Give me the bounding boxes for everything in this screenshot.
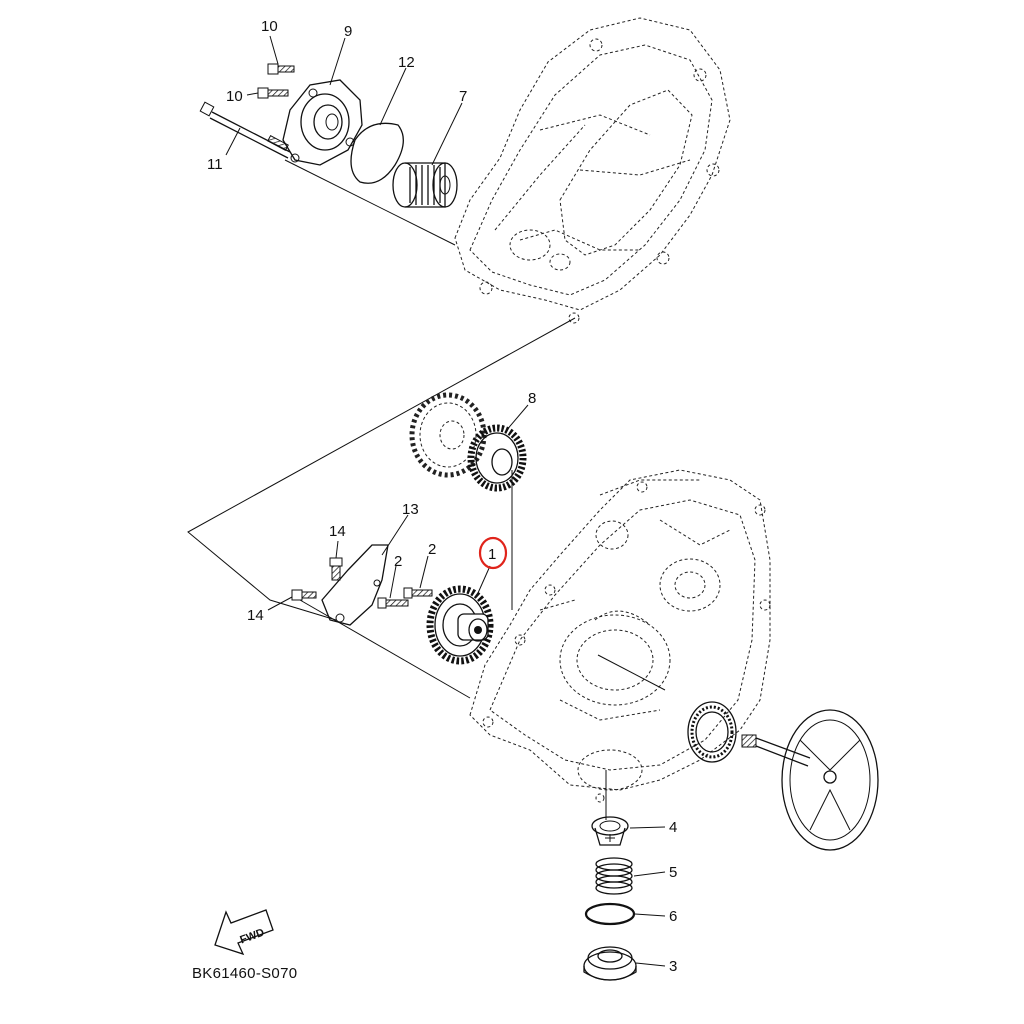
crankcase-lower: [469, 469, 771, 803]
callout-8: 8: [528, 390, 536, 407]
callout-1: 1: [488, 546, 496, 563]
callout-3: 3: [669, 958, 677, 975]
highlight-circle: [478, 536, 508, 570]
fwd-label: FWD: [238, 927, 266, 947]
diagram-code: BK61460-S070: [192, 965, 297, 982]
o-ring-12: [350, 122, 404, 184]
screw-2-lower: [377, 597, 409, 609]
callout-10-lower: 10: [226, 88, 243, 105]
callout-labels: 10 10 9 12 7 11 8 13 14 2 2 1 14 4 5 6 3: [207, 18, 677, 975]
oil-pump-1: [426, 585, 494, 665]
gasket-13: [321, 544, 389, 626]
balancer-shaft: [687, 701, 879, 851]
callout-7: 7: [459, 88, 467, 105]
idler-gear-reference: [409, 392, 487, 478]
gear-8: [467, 424, 527, 492]
spring-5: [595, 857, 633, 895]
oil-filter-element-7: [392, 162, 458, 208]
strainer-4: [591, 816, 629, 846]
callout-12: 12: [398, 54, 415, 71]
o-ring-6: [584, 902, 636, 926]
fwd-arrow-icon: FWD: [214, 909, 274, 956]
callout-5: 5: [669, 864, 677, 881]
oil-filter-cover-9: [282, 79, 363, 166]
bolt-10-upper: [267, 63, 295, 75]
crankcase-cover-upper: [454, 17, 731, 324]
assembly-lines: [187, 159, 666, 820]
callout-6: 6: [669, 908, 677, 925]
screw-2-upper: [403, 587, 433, 599]
callout-14-lower: 14: [247, 607, 264, 624]
callout-2-lower: 2: [394, 553, 402, 570]
callout-11: 11: [207, 156, 223, 173]
callout-9: 9: [344, 23, 352, 40]
leader-lines: [225, 35, 666, 967]
bolt-14-upper: [329, 557, 343, 581]
bolt-14-lower: [291, 589, 317, 601]
callout-14-upper: 14: [329, 523, 346, 540]
callout-2-upper: 2: [428, 541, 436, 558]
bolt-11-long: [199, 101, 291, 159]
bolt-10-lower: [257, 87, 289, 99]
callout-13: 13: [402, 501, 419, 518]
callout-4: 4: [669, 819, 677, 836]
drain-plug-3: [583, 946, 637, 981]
callout-10-upper: 10: [261, 18, 278, 35]
